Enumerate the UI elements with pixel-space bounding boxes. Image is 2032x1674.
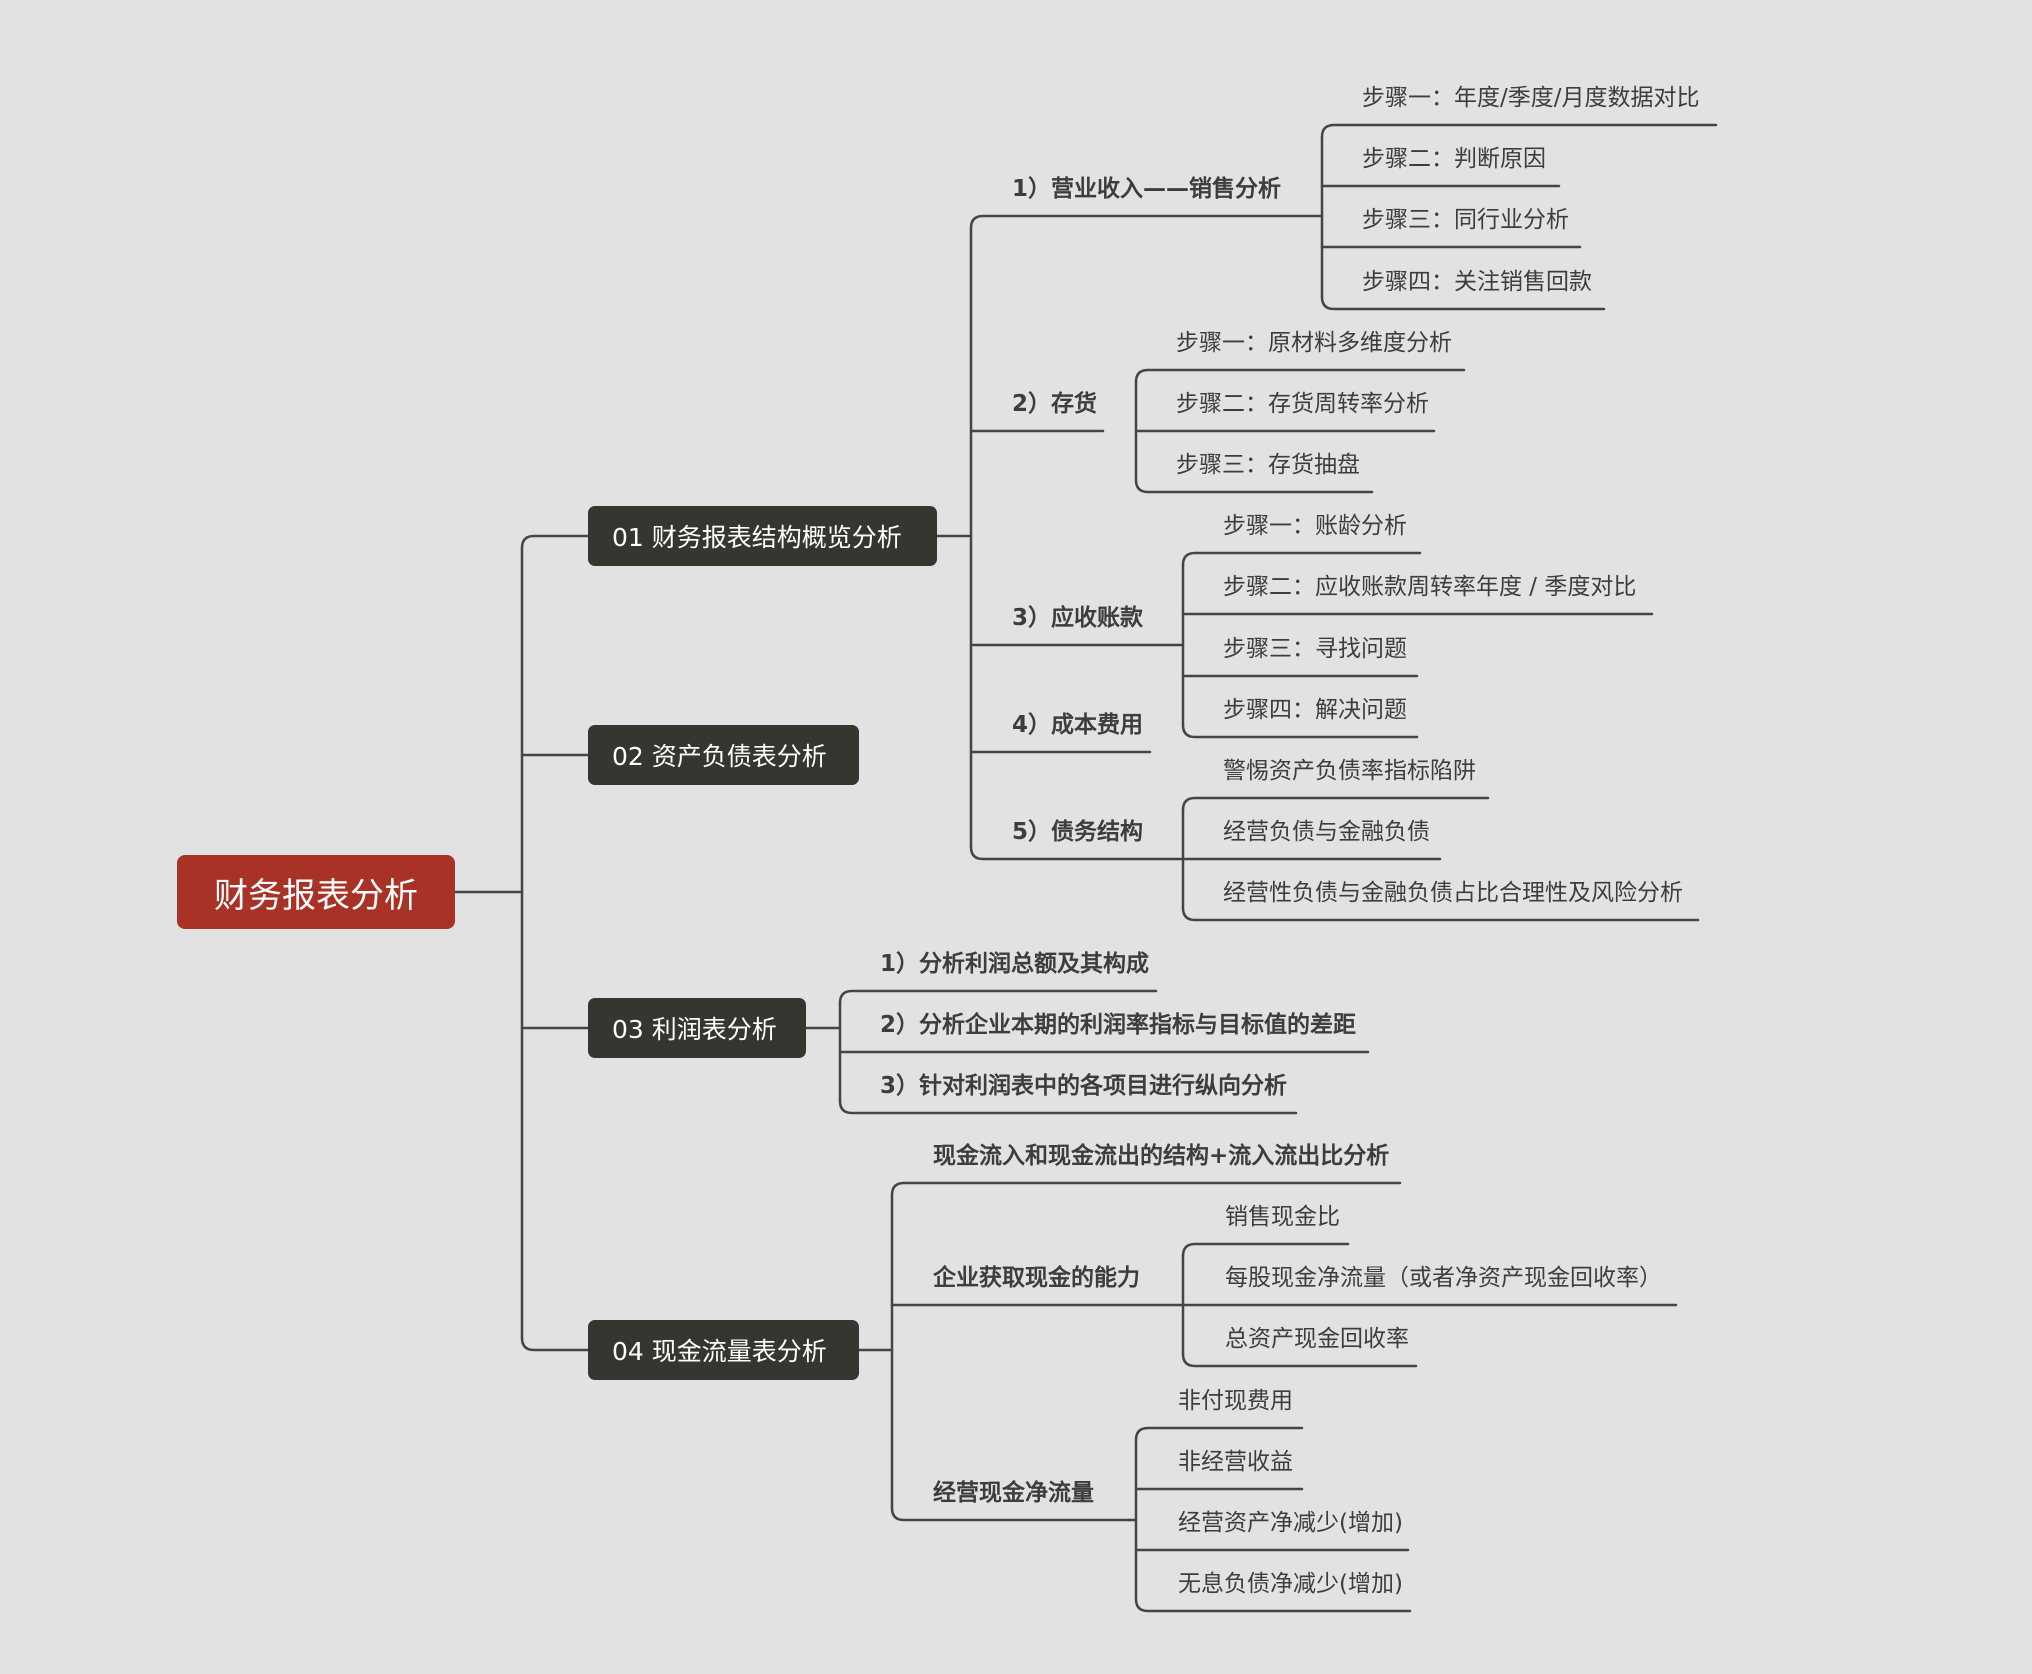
s4-branches-branch [890,1181,1402,1197]
revenue-steps-branch [1320,123,1718,139]
net-flow-label[interactable]: 经营现金净流量 [933,1480,1094,1506]
ability-items-branch [1181,1352,1418,1368]
s1-branches-branch [969,845,1185,861]
net-flow-item-3[interactable]: 经营资产净减少(增加) [1178,1510,1403,1536]
revenue-steps-branch [1320,295,1606,311]
main-branches-branch [520,534,590,550]
s3-items-branch [838,989,1158,1005]
cost-label[interactable]: 4）成本费用 [1012,712,1144,738]
main-branches-branch [520,1336,590,1352]
cash-ability-item-1[interactable]: 销售现金比 [1225,1204,1340,1230]
section-04-node[interactable]: 04 现金流量表分析 [588,1320,859,1380]
revenue-label[interactable]: 1）营业收入——销售分析 [1012,176,1282,202]
inventory-steps-branch [1134,478,1374,494]
cash-ability-item-3[interactable]: 总资产现金回收率 [1225,1326,1409,1352]
netflow-items-branch [1134,1597,1412,1613]
receivables-step-1[interactable]: 步骤一：账龄分析 [1223,513,1407,539]
s4-branches-branch [890,1506,1138,1522]
receivables-steps-branch [1181,551,1422,567]
revenue-step-3[interactable]: 步骤三：同行业分析 [1362,207,1569,233]
inventory-steps-branch [1134,368,1466,384]
section-03-node[interactable]: 03 利润表分析 [588,998,806,1058]
net-flow-item-4[interactable]: 无息负债净减少(增加) [1178,1571,1403,1597]
cash-ability-label[interactable]: 企业获取现金的能力 [933,1265,1140,1291]
net-flow-item-2[interactable]: 非经营收益 [1178,1449,1293,1475]
revenue-step-4[interactable]: 步骤四：关注销售回款 [1362,269,1592,295]
receivables-steps-branch [1181,723,1419,739]
netflow-items-branch [1134,1426,1304,1442]
profit-item-2[interactable]: 2）分析企业本期的利润率指标与目标值的差距 [880,1012,1357,1038]
s1-branches-branch [969,214,1324,230]
profit-item-3[interactable]: 3）针对利润表中的各项目进行纵向分析 [880,1073,1288,1099]
section-01-node[interactable]: 01 财务报表结构概览分析 [588,506,937,566]
debt-item-1[interactable]: 警惕资产负债率指标陷阱 [1223,758,1476,784]
cash-ability-item-2[interactable]: 每股现金净流量（或者净资产现金回收率） [1225,1265,1662,1291]
debt-item-2[interactable]: 经营负债与金融负债 [1223,819,1430,845]
inventory-step-2[interactable]: 步骤二：存货周转率分析 [1176,391,1429,417]
section-02-node[interactable]: 02 资产负债表分析 [588,725,859,785]
debt-items-branch [1181,796,1490,812]
revenue-step-1[interactable]: 步骤一：年度/季度/月度数据对比 [1362,85,1700,111]
root-node[interactable]: 财务报表分析 [177,855,455,929]
debt-label[interactable]: 5）债务结构 [1012,819,1144,845]
receivables-step-4[interactable]: 步骤四：解决问题 [1223,697,1407,723]
debt-item-3[interactable]: 经营性负债与金融负债占比合理性及风险分析 [1223,880,1683,906]
revenue-step-2[interactable]: 步骤二：判断原因 [1362,146,1546,172]
profit-item-1[interactable]: 1）分析利润总额及其构成 [880,951,1150,977]
inventory-step-1[interactable]: 步骤一：原材料多维度分析 [1176,330,1452,356]
inventory-step-3[interactable]: 步骤三：存货抽盘 [1176,452,1360,478]
receivables-step-2[interactable]: 步骤二：应收账款周转率年度 / 季度对比 [1223,574,1637,600]
receivables-label[interactable]: 3）应收账款 [1012,605,1144,631]
ability-items-branch [1181,1242,1350,1258]
cash-structure-label[interactable]: 现金流入和现金流出的结构+流入流出比分析 [933,1143,1390,1169]
receivables-step-3[interactable]: 步骤三：寻找问题 [1223,636,1407,662]
inventory-label[interactable]: 2）存货 [1012,391,1098,417]
s3-items-branch [838,1099,1298,1115]
debt-items-branch [1181,906,1700,922]
net-flow-item-1[interactable]: 非付现费用 [1178,1388,1293,1414]
